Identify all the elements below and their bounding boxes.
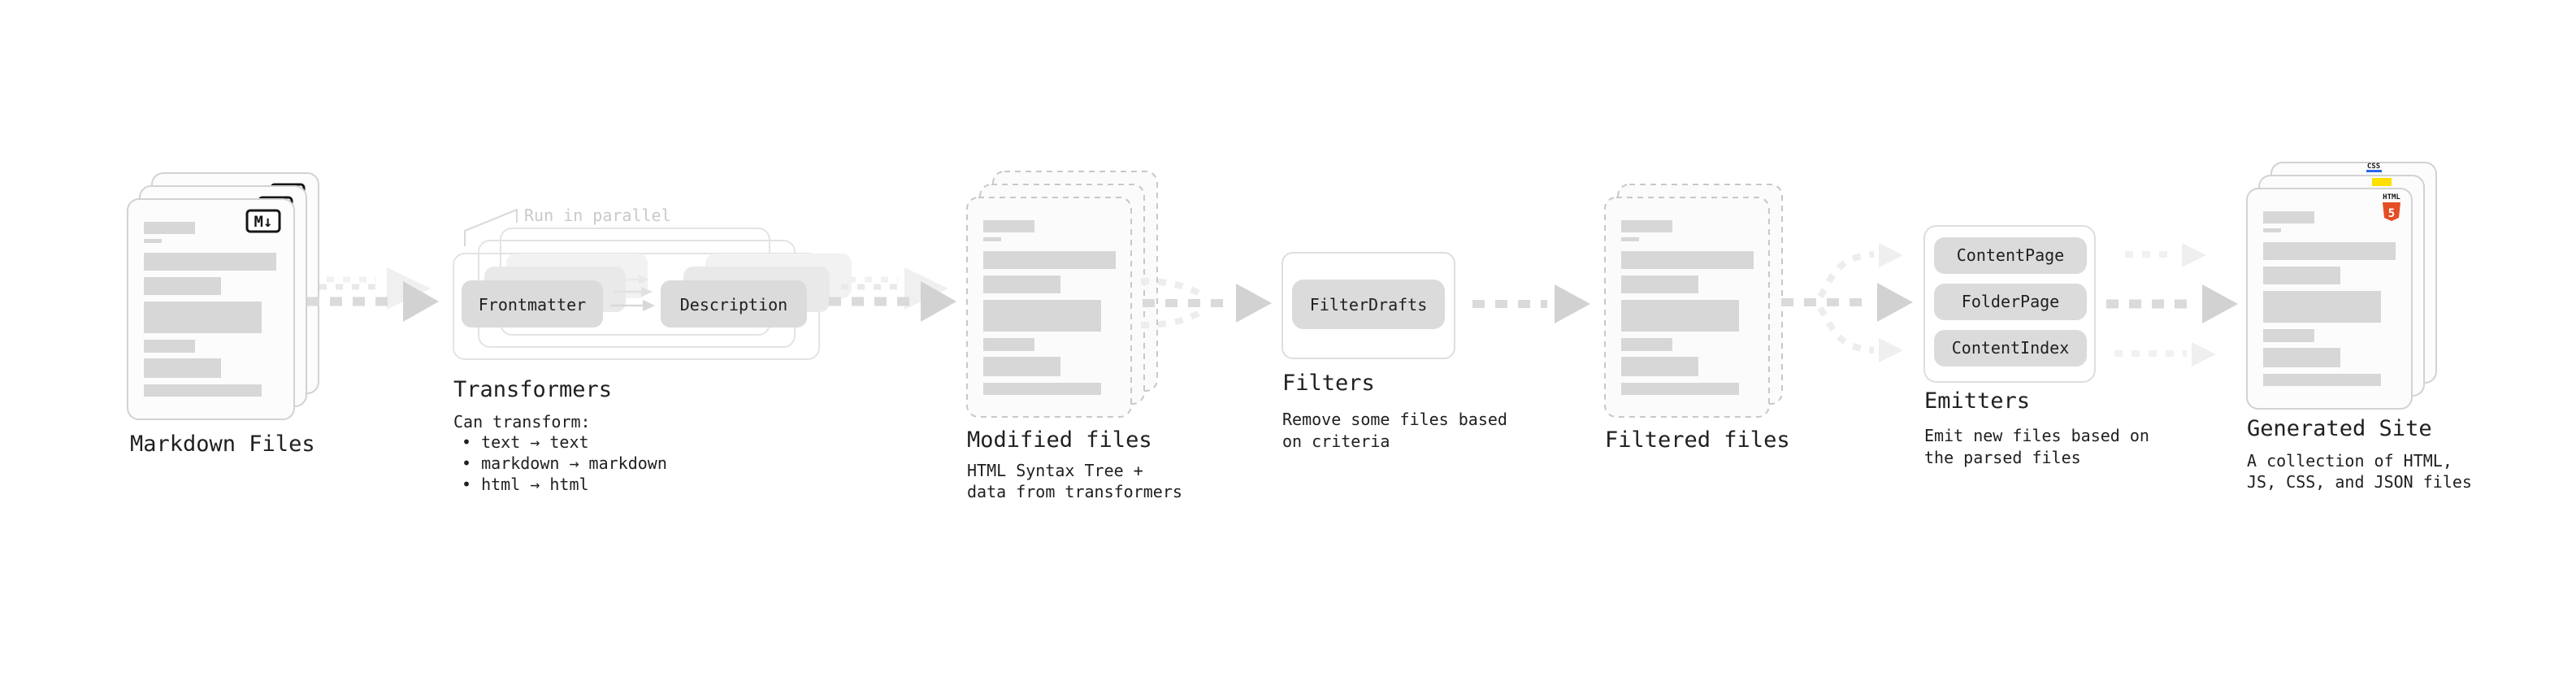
css-blue-bar: [2366, 170, 2382, 172]
stage-desc: • markdown → markdown: [462, 453, 667, 473]
arrowhead: [1555, 284, 1590, 323]
css-badge: CSS: [2366, 163, 2382, 172]
stage-filtered-files: Filtered files: [1604, 184, 1790, 453]
stage-title: Markdown Files: [130, 432, 315, 457]
arrow-filtered-to-emitters-fork: [1781, 243, 1913, 362]
svg-text:HTML: HTML: [2383, 193, 2400, 202]
stage-modified-files: Modified files HTML Syntax Tree + data f…: [966, 171, 1182, 501]
callout-leader-line: [464, 208, 518, 246]
svg-text:CSS: CSS: [2367, 163, 2380, 171]
arrow-modified-to-filters-merge: [1140, 278, 1272, 328]
stage-title: Generated Site: [2247, 416, 2432, 441]
stage-desc: Emit new files based on: [1924, 426, 2149, 445]
js-badge: [2372, 178, 2392, 186]
callout-label: Run in parallel: [524, 206, 671, 225]
arrowhead: [403, 281, 439, 322]
stage-title: Filters: [1282, 371, 1375, 396]
stage-desc: JS, CSS, and JSON files: [2247, 472, 2472, 492]
svg-text:FolderPage: FolderPage: [1962, 292, 2059, 311]
arrow-markdown-to-transformers: [307, 267, 439, 322]
svg-text:FilterDrafts: FilterDrafts: [1310, 295, 1428, 314]
html5-shield: [2383, 202, 2400, 221]
stage-markdown-files: M↓ M↓ M↓ Markdown Files: [127, 172, 319, 457]
fork-curve-top: [1817, 251, 1875, 299]
svg-text:Description: Description: [680, 295, 787, 314]
markdown-icon: M↓: [245, 209, 281, 233]
frontmatter-box: [462, 280, 603, 327]
arrowhead-top: [2182, 243, 2206, 267]
stage-title: Filtered files: [1605, 427, 1790, 453]
stage-desc: Remove some files based: [1282, 410, 1507, 429]
stage-title: Transformers: [453, 377, 612, 402]
stage-desc: on criteria: [1282, 432, 1390, 451]
arrow-transformers-to-modified: [829, 267, 956, 322]
stage-desc: HTML Syntax Tree +: [967, 461, 1143, 480]
folderpage-box: [1934, 284, 2087, 320]
arrowhead: [921, 281, 956, 322]
stage-title: Modified files: [967, 427, 1152, 453]
stage-generated-site: CSS HTML 5 Generated Site A collection o…: [2246, 162, 2472, 492]
svg-text:5: 5: [2388, 207, 2395, 220]
arrowhead-top: [1879, 243, 1903, 267]
contentindex-box: [1934, 330, 2087, 367]
stage-desc: • text → text: [462, 432, 589, 452]
arrowhead: [1236, 284, 1272, 323]
stage-desc: A collection of HTML,: [2247, 451, 2452, 471]
filterdrafts-box: [1292, 280, 1445, 329]
fork-curve-bottom: [1817, 306, 1875, 354]
stage-desc: Can transform:: [453, 412, 591, 432]
svg-text:ContentIndex: ContentIndex: [1952, 338, 2070, 358]
svg-text:Frontmatter: Frontmatter: [479, 295, 586, 314]
html5-icon: HTML 5: [2383, 193, 2400, 221]
description-box: [661, 280, 807, 327]
arrowhead-middle: [2202, 284, 2238, 323]
stage-filters: FilterDrafts Filters Remove some files b…: [1281, 252, 1507, 451]
stage-transformers: Run in parallel Frontmatter Description …: [453, 206, 852, 494]
arrow-filters-to-filtered: [1472, 284, 1590, 323]
arrow-emitters-to-site: [2106, 243, 2238, 367]
contentpage-box: [1934, 237, 2087, 274]
stage-emitters: ContentPage FolderPage ContentIndex Emit…: [1923, 225, 2149, 467]
merge-curve-top: [1140, 278, 1207, 300]
svg-text:ContentPage: ContentPage: [1957, 245, 2064, 265]
mini-arrows-parallel: [610, 275, 655, 311]
stage-desc: the parsed files: [1924, 448, 2081, 467]
stage-desc: data from transformers: [967, 482, 1182, 501]
arrowhead-middle: [1877, 283, 1913, 322]
svg-text:M↓: M↓: [254, 213, 273, 231]
arrowhead-bottom: [2192, 342, 2216, 367]
stage-desc: • html → html: [462, 475, 589, 494]
stage-title: Emitters: [1924, 388, 2030, 414]
arrowhead-bottom: [1879, 338, 1903, 362]
merge-curve-bottom: [1140, 306, 1207, 328]
